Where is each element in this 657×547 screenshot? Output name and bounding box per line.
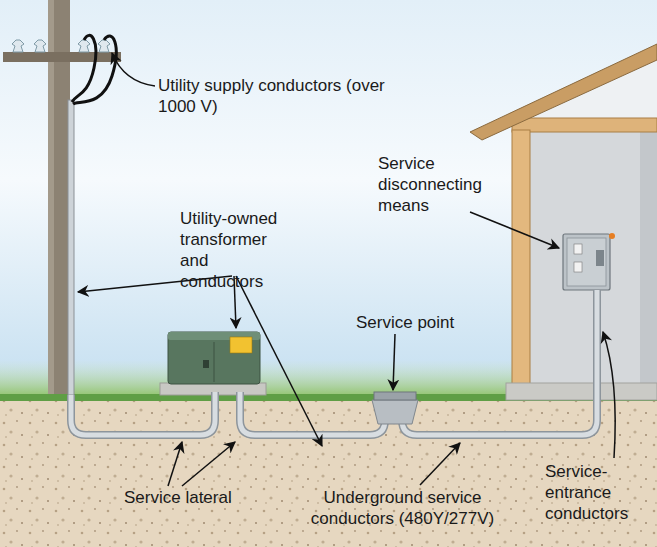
handhole-cover: [374, 392, 416, 400]
leader-line: [236, 276, 322, 446]
callout-label: Utility supply conductors (over 1000 V): [158, 75, 388, 117]
sky: [0, 0, 657, 400]
insulator: [34, 40, 46, 52]
supply-wire: [73, 36, 116, 104]
leader-line: [168, 442, 182, 486]
insulator: [12, 40, 24, 52]
leader-line: [182, 442, 235, 486]
conduit: [402, 290, 597, 435]
roof: [470, 44, 657, 140]
callout-label: Service-entrance conductors: [545, 461, 640, 524]
handhole-box: [372, 400, 418, 424]
transformer-door-seam: [214, 342, 215, 382]
disconnect-door: [567, 238, 606, 286]
insulator: [78, 40, 90, 52]
crossarm: [3, 52, 121, 62]
pad-mount-transformer: [168, 332, 260, 384]
underground-conduits: [71, 290, 597, 435]
interior-corner: [640, 132, 657, 385]
transformer-tag: [230, 337, 252, 353]
soil: [0, 401, 657, 547]
wall-stud: [512, 130, 530, 385]
callout-label: Utility-owned transformer and conductors: [180, 208, 294, 292]
callout-label: Service disconnecting means: [378, 153, 498, 216]
disconnect-switch: [563, 234, 610, 290]
transformer-lock: [203, 360, 209, 368]
switch-handle: [596, 250, 604, 266]
callout-label: Service lateral: [124, 487, 264, 508]
foundation: [506, 383, 657, 400]
switch-label: [574, 262, 582, 272]
callout-label: Service point: [356, 312, 476, 333]
switch-label: [574, 244, 582, 254]
soil-texture: [0, 401, 657, 547]
top-plate: [512, 118, 657, 132]
leader-line: [112, 53, 155, 86]
callout-label: Underground service conductors (480Y/277…: [300, 487, 505, 529]
leader-line: [420, 443, 460, 485]
indicator-light: [609, 233, 615, 239]
supply-wire: [72, 35, 96, 102]
leader-lines: [78, 53, 615, 486]
leader-line: [393, 334, 395, 390]
leader-line: [603, 332, 615, 458]
conduit-outline: [402, 290, 597, 435]
conduit: [71, 392, 215, 435]
insulator: [98, 40, 110, 52]
pole-riser-conduit: [68, 100, 74, 395]
conduit-outline: [71, 392, 215, 435]
leader-line: [470, 212, 559, 248]
